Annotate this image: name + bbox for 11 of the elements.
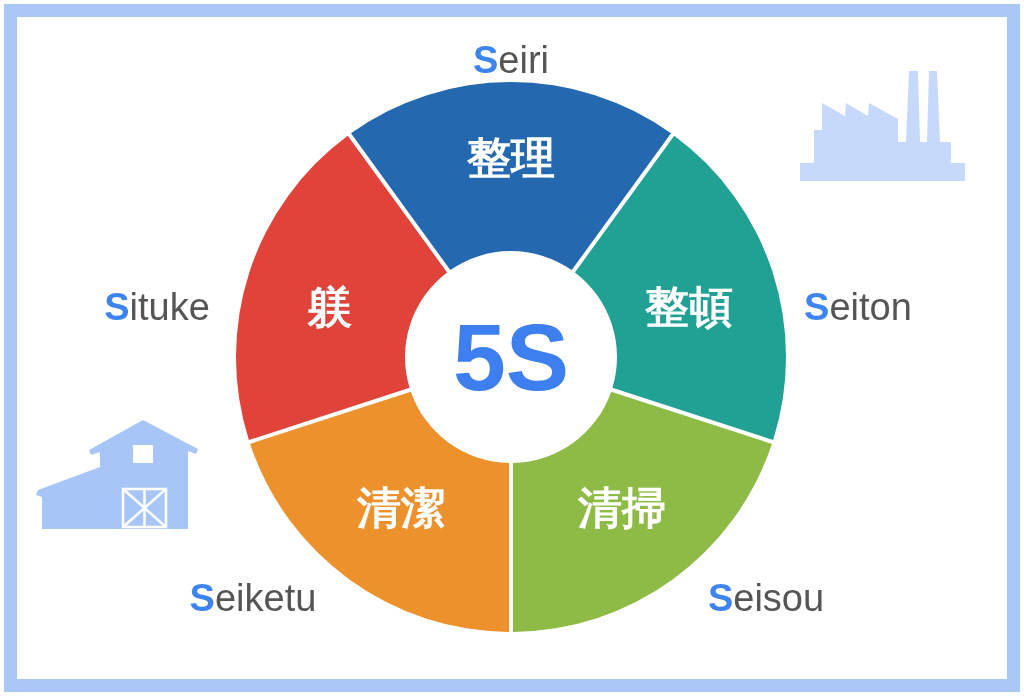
term-label: Seiri <box>473 41 549 79</box>
term-label: Seisou <box>707 579 825 617</box>
segment-label: 整理 <box>467 136 555 180</box>
segment-label: 清潔 <box>357 486 445 530</box>
segment-label: 整頓 <box>645 285 733 329</box>
segment-label: 清掃 <box>578 486 666 530</box>
center-title: 5S <box>452 309 570 405</box>
segment-label: 躾 <box>308 285 352 329</box>
term-label: Situke <box>104 288 210 326</box>
term-label: Seiketu <box>189 579 317 617</box>
term-label: Seiton <box>804 288 912 326</box>
